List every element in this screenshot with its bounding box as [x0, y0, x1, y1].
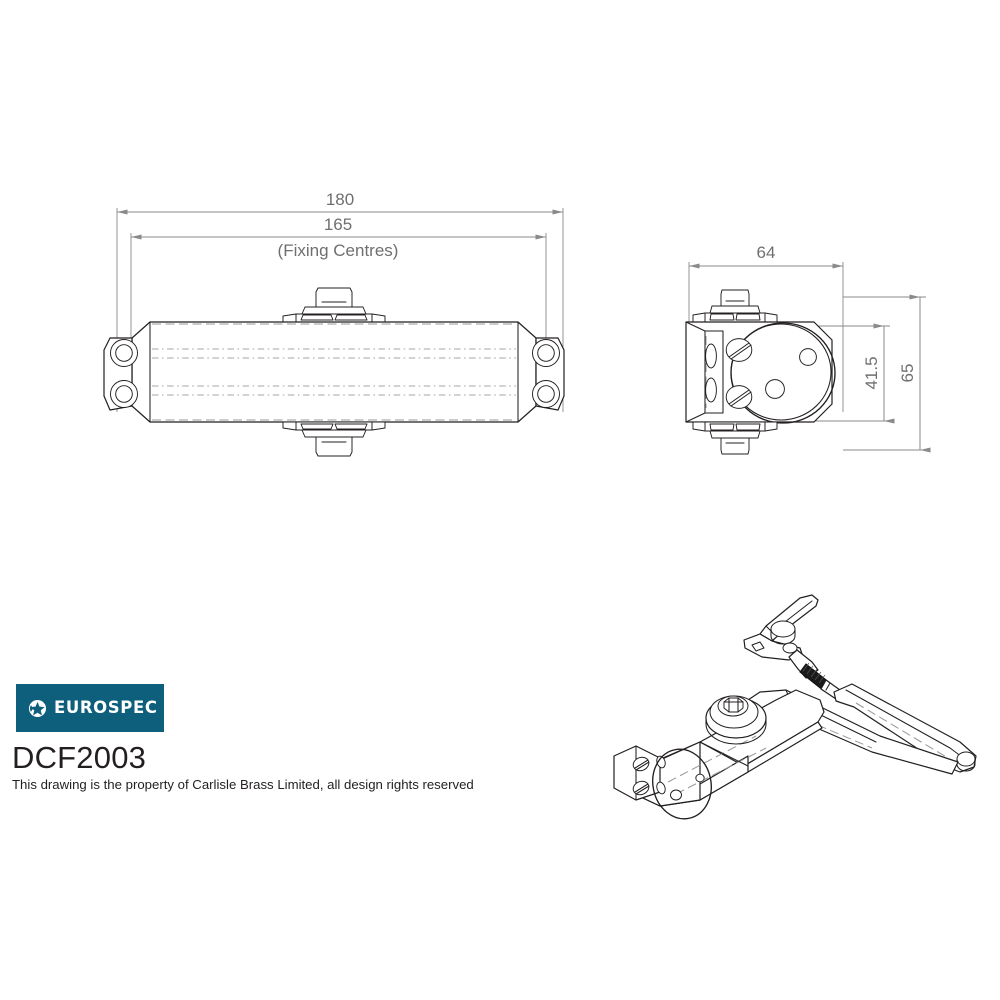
dimension-text-group: 180 165 (Fixing Centres) 64 41.5 65	[278, 190, 917, 390]
iso-spindle-boss	[705, 695, 767, 745]
end-bottom-valve-right	[735, 423, 761, 431]
front-bottom-spindle-assembly	[282, 421, 386, 457]
iso-bracket-pivot-side	[770, 628, 796, 645]
front-elevation-view	[103, 287, 565, 457]
end-fixing-slot-top	[705, 343, 717, 369]
front-top-boss-left	[282, 313, 297, 323]
iso-closer-body	[613, 689, 825, 820]
iso-cover-plate	[652, 748, 712, 820]
end-bracket-inner-face	[704, 330, 724, 414]
dimension-text-41-5: 41.5	[862, 356, 881, 389]
end-elevation-view	[685, 289, 836, 455]
dimension-text-64: 64	[757, 243, 776, 262]
iso-forearm-pivot	[956, 751, 976, 767]
end-top-spindle-collar	[709, 305, 761, 314]
end-top-boss-left	[692, 312, 706, 323]
dimension-text-65: 65	[898, 364, 917, 383]
front-fixing-hole-inner-bottom-right	[537, 385, 555, 403]
end-valve-port-lower	[765, 379, 785, 399]
iso-rod-knurl-lines	[802, 662, 826, 684]
front-fixing-hole-inner-top-left	[115, 344, 133, 362]
end-top-spindle-cap	[720, 289, 750, 307]
end-top-boss-right	[764, 312, 778, 323]
end-bottom-spindle-collar	[709, 430, 761, 439]
iso-valve-port-lower	[670, 789, 682, 801]
iso-spindle-nut	[723, 697, 744, 713]
iso-forearm	[833, 683, 977, 773]
brand-logo: EUROSPEC	[16, 684, 164, 732]
end-fixing-slot-bottom	[705, 377, 717, 403]
iso-body-hidden-centreline-2	[675, 747, 767, 795]
front-bottom-spindle-collar	[301, 429, 367, 438]
front-bottom-spindle-cap	[315, 436, 353, 457]
front-top-spindle-cap	[315, 287, 353, 308]
part-number: DCF2003	[12, 740, 147, 775]
iso-forearm-hidden-line	[855, 702, 949, 759]
front-body-outline	[131, 321, 537, 423]
end-slotted-screw-top	[725, 338, 753, 362]
rights-notice: This drawing is the property of Carlisle…	[12, 777, 474, 792]
dimension-text-165: 165	[324, 215, 352, 234]
iso-spindle-nut-facets	[723, 697, 744, 713]
iso-rod-ferrule-line	[825, 682, 831, 691]
isometric-view	[613, 594, 977, 820]
end-bottom-spindle-cap	[720, 437, 750, 455]
front-hidden-detail	[152, 323, 516, 421]
front-fixing-hole-inner-bottom-left	[115, 385, 133, 403]
end-cover-plate-inner	[730, 323, 832, 421]
iso-forearm-body	[833, 683, 977, 773]
end-bracket-chamfer	[685, 321, 706, 423]
iso-bracket-pin	[782, 642, 798, 654]
front-top-valve-right	[334, 314, 368, 321]
iso-end-screw-top	[632, 756, 650, 772]
iso-valve-port-upper	[695, 773, 705, 783]
end-top-valve-right	[735, 313, 761, 321]
iso-forearm-pivot-side	[956, 758, 976, 772]
dimension-text-180: 180	[326, 190, 354, 209]
iso-boss-side	[705, 717, 767, 745]
front-top-spindle-assembly	[282, 287, 386, 323]
iso-body-edge-seam	[699, 741, 749, 767]
front-top-spindle-collar	[301, 306, 367, 315]
end-body-outline	[685, 321, 833, 423]
end-bottom-valve-left	[709, 423, 735, 431]
front-bottom-valve-right	[334, 423, 368, 430]
iso-bracket-hole	[751, 641, 765, 652]
end-bottom-boss-left	[692, 421, 706, 432]
dimension-note-fixing-centres: (Fixing Centres)	[278, 241, 399, 260]
star-in-circle-icon	[28, 699, 47, 717]
front-bottom-boss-left	[282, 421, 297, 431]
iso-bracket-pivot-cap	[770, 620, 796, 638]
iso-end-screw-bottom	[632, 780, 650, 796]
end-top-spindle-assembly	[692, 289, 778, 323]
end-bottom-spindle-assembly	[692, 421, 778, 455]
front-fixing-hole-inner-top-right	[537, 344, 555, 362]
end-bottom-boss-right	[764, 421, 778, 432]
end-valve-port-upper	[799, 348, 817, 366]
iso-end-slot-bottom	[656, 781, 666, 795]
end-slotted-screw-bottom	[725, 385, 753, 409]
front-top-valve-left	[300, 314, 334, 321]
front-top-boss-right	[371, 313, 386, 323]
brand-name: EUROSPEC	[54, 697, 158, 717]
front-bottom-boss-right	[371, 421, 386, 431]
front-bottom-valve-left	[300, 423, 334, 430]
end-top-valve-left	[709, 313, 735, 321]
iso-frame-bracket	[743, 594, 819, 661]
